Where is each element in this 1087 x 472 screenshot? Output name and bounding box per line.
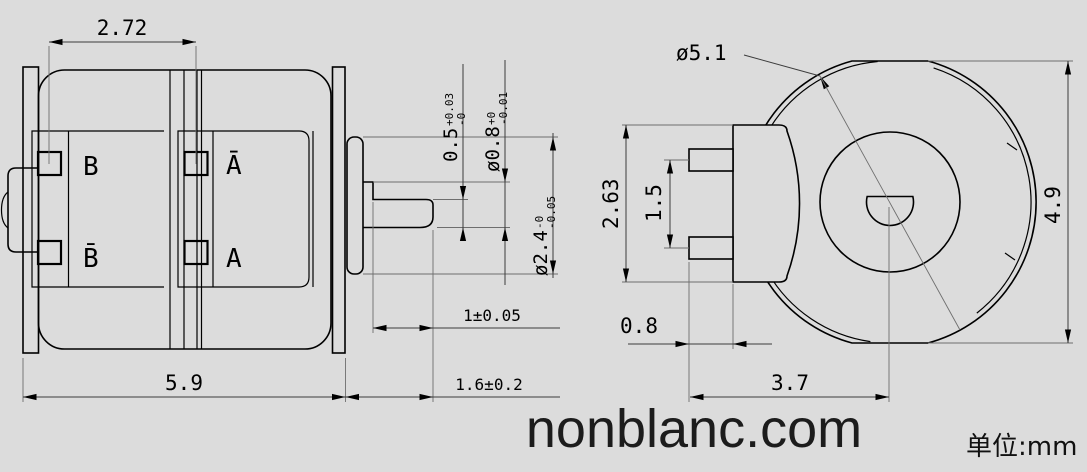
rear-bump-arc: [0, 191, 9, 229]
rear-bump: [7, 167, 38, 253]
dim-pin-length-text: 0.8: [620, 314, 658, 338]
dim-pad-spacing: 2.72: [48, 16, 197, 164]
dim-pin-to-center: 3.7: [690, 207, 890, 402]
pin-top: [688, 148, 734, 172]
dim-pin-to-center-text: 3.7: [771, 371, 809, 395]
connector-tab: [732, 124, 801, 283]
terminal-label-b: B: [83, 152, 99, 182]
dim-boss-dia-tol-lower: -0.05: [545, 196, 558, 229]
pad-a: [183, 239, 209, 266]
flange-left: [22, 66, 40, 354]
unit-note: 单位:mm: [966, 432, 1077, 462]
dim-pin-spacing-text: 1.5: [642, 184, 666, 222]
dim-shaft-dia-tol-lower: -0.01: [497, 92, 510, 125]
shell-inner-arcs: [767, 60, 1032, 343]
watermark-text: nonblanc.com: [526, 399, 862, 459]
side-view: B B̄ Ā A 2.72: [0, 16, 560, 402]
dim-body-length-text: 5.9: [165, 371, 203, 395]
motor-body-outline: [37, 69, 332, 350]
pad-b-bar: [36, 239, 63, 266]
dim-shaft-protrusion-text: 1.6±0.2: [455, 375, 522, 394]
dim-flat-height-tol-lower: -0: [455, 113, 468, 126]
flange-right: [331, 66, 346, 354]
shaft: [363, 181, 434, 229]
terminal-label-b-bar: B̄: [83, 242, 99, 274]
rotor-circle: [819, 131, 961, 273]
pad-b: [36, 150, 63, 177]
dim-flat-height-text: 0.5: [440, 128, 462, 162]
dim-body-dia-text: ø5.1: [676, 41, 727, 65]
dim-shaft-dia: ø0.8 +0 -0.01: [482, 60, 510, 285]
dim-pin-spacing: 1.5: [642, 159, 689, 249]
extension-lines-right: [363, 136, 558, 402]
dim-flat-length-text: 1±0.05: [463, 306, 521, 325]
terminal-plates: [31, 130, 314, 288]
dim-body-dia: ø5.1: [676, 41, 961, 331]
dim-tab-height-text: 2.63: [599, 178, 623, 229]
pin-bottom: [688, 236, 734, 260]
dim-body-length: 5.9: [22, 358, 346, 402]
dim-pin-length: 0.8: [620, 262, 772, 402]
dim-across-flats: 4.9: [928, 60, 1073, 344]
dim-shaft-dia-tol-upper: +0: [485, 112, 498, 125]
dim-across-flats-text: 4.9: [1041, 186, 1065, 224]
dim-boss-dia: ø2.4 -0 -0.05: [530, 133, 558, 278]
dim-shaft-dia-text: ø0.8: [482, 126, 504, 172]
dim-flat-length: 1±0.05: [373, 306, 560, 332]
terminal-label-a-bar: Ā: [226, 150, 242, 181]
middle-band: [169, 70, 203, 349]
shaft-d-circle: [865, 195, 915, 227]
dim-tab-height: 2.63: [599, 124, 733, 283]
solder-pads: [36, 150, 209, 266]
dim-shaft-protrusion: 1.6±0.2: [345, 375, 560, 401]
front-view: ø5.1 2.63 1.5: [599, 41, 1073, 402]
dim-boss-dia-tol-upper: -0: [533, 216, 546, 229]
terminal-label-a: A: [226, 244, 242, 274]
dim-pad-spacing-text: 2.72: [97, 16, 148, 40]
dim-boss-dia-text: ø2.4: [530, 230, 552, 276]
shaft-boss: [346, 136, 364, 275]
dim-flat-height: 0.5 +0.03 -0: [440, 64, 468, 241]
dim-flat-height-tol-upper: +0.03: [443, 93, 456, 126]
